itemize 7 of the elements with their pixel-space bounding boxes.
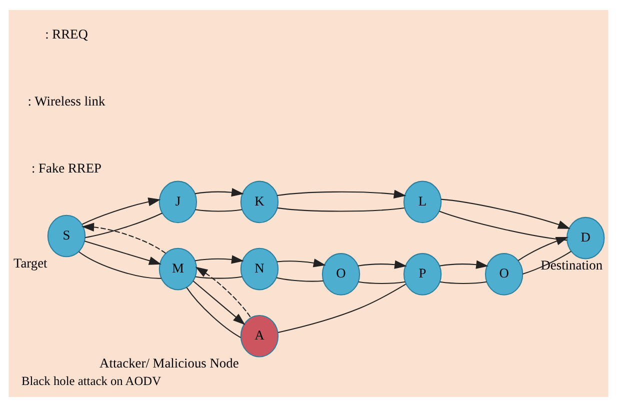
legend-label: : RREQ	[45, 26, 88, 42]
node-label: Target	[13, 255, 48, 270]
node-label: Destination	[540, 257, 603, 272]
legend-label: : Fake RREP	[31, 160, 102, 176]
caption: Black hole attack on AODV	[22, 374, 162, 388]
legend-label: : Wireless link	[28, 93, 106, 108]
node-label: Attacker/ Malicious Node	[100, 355, 239, 370]
